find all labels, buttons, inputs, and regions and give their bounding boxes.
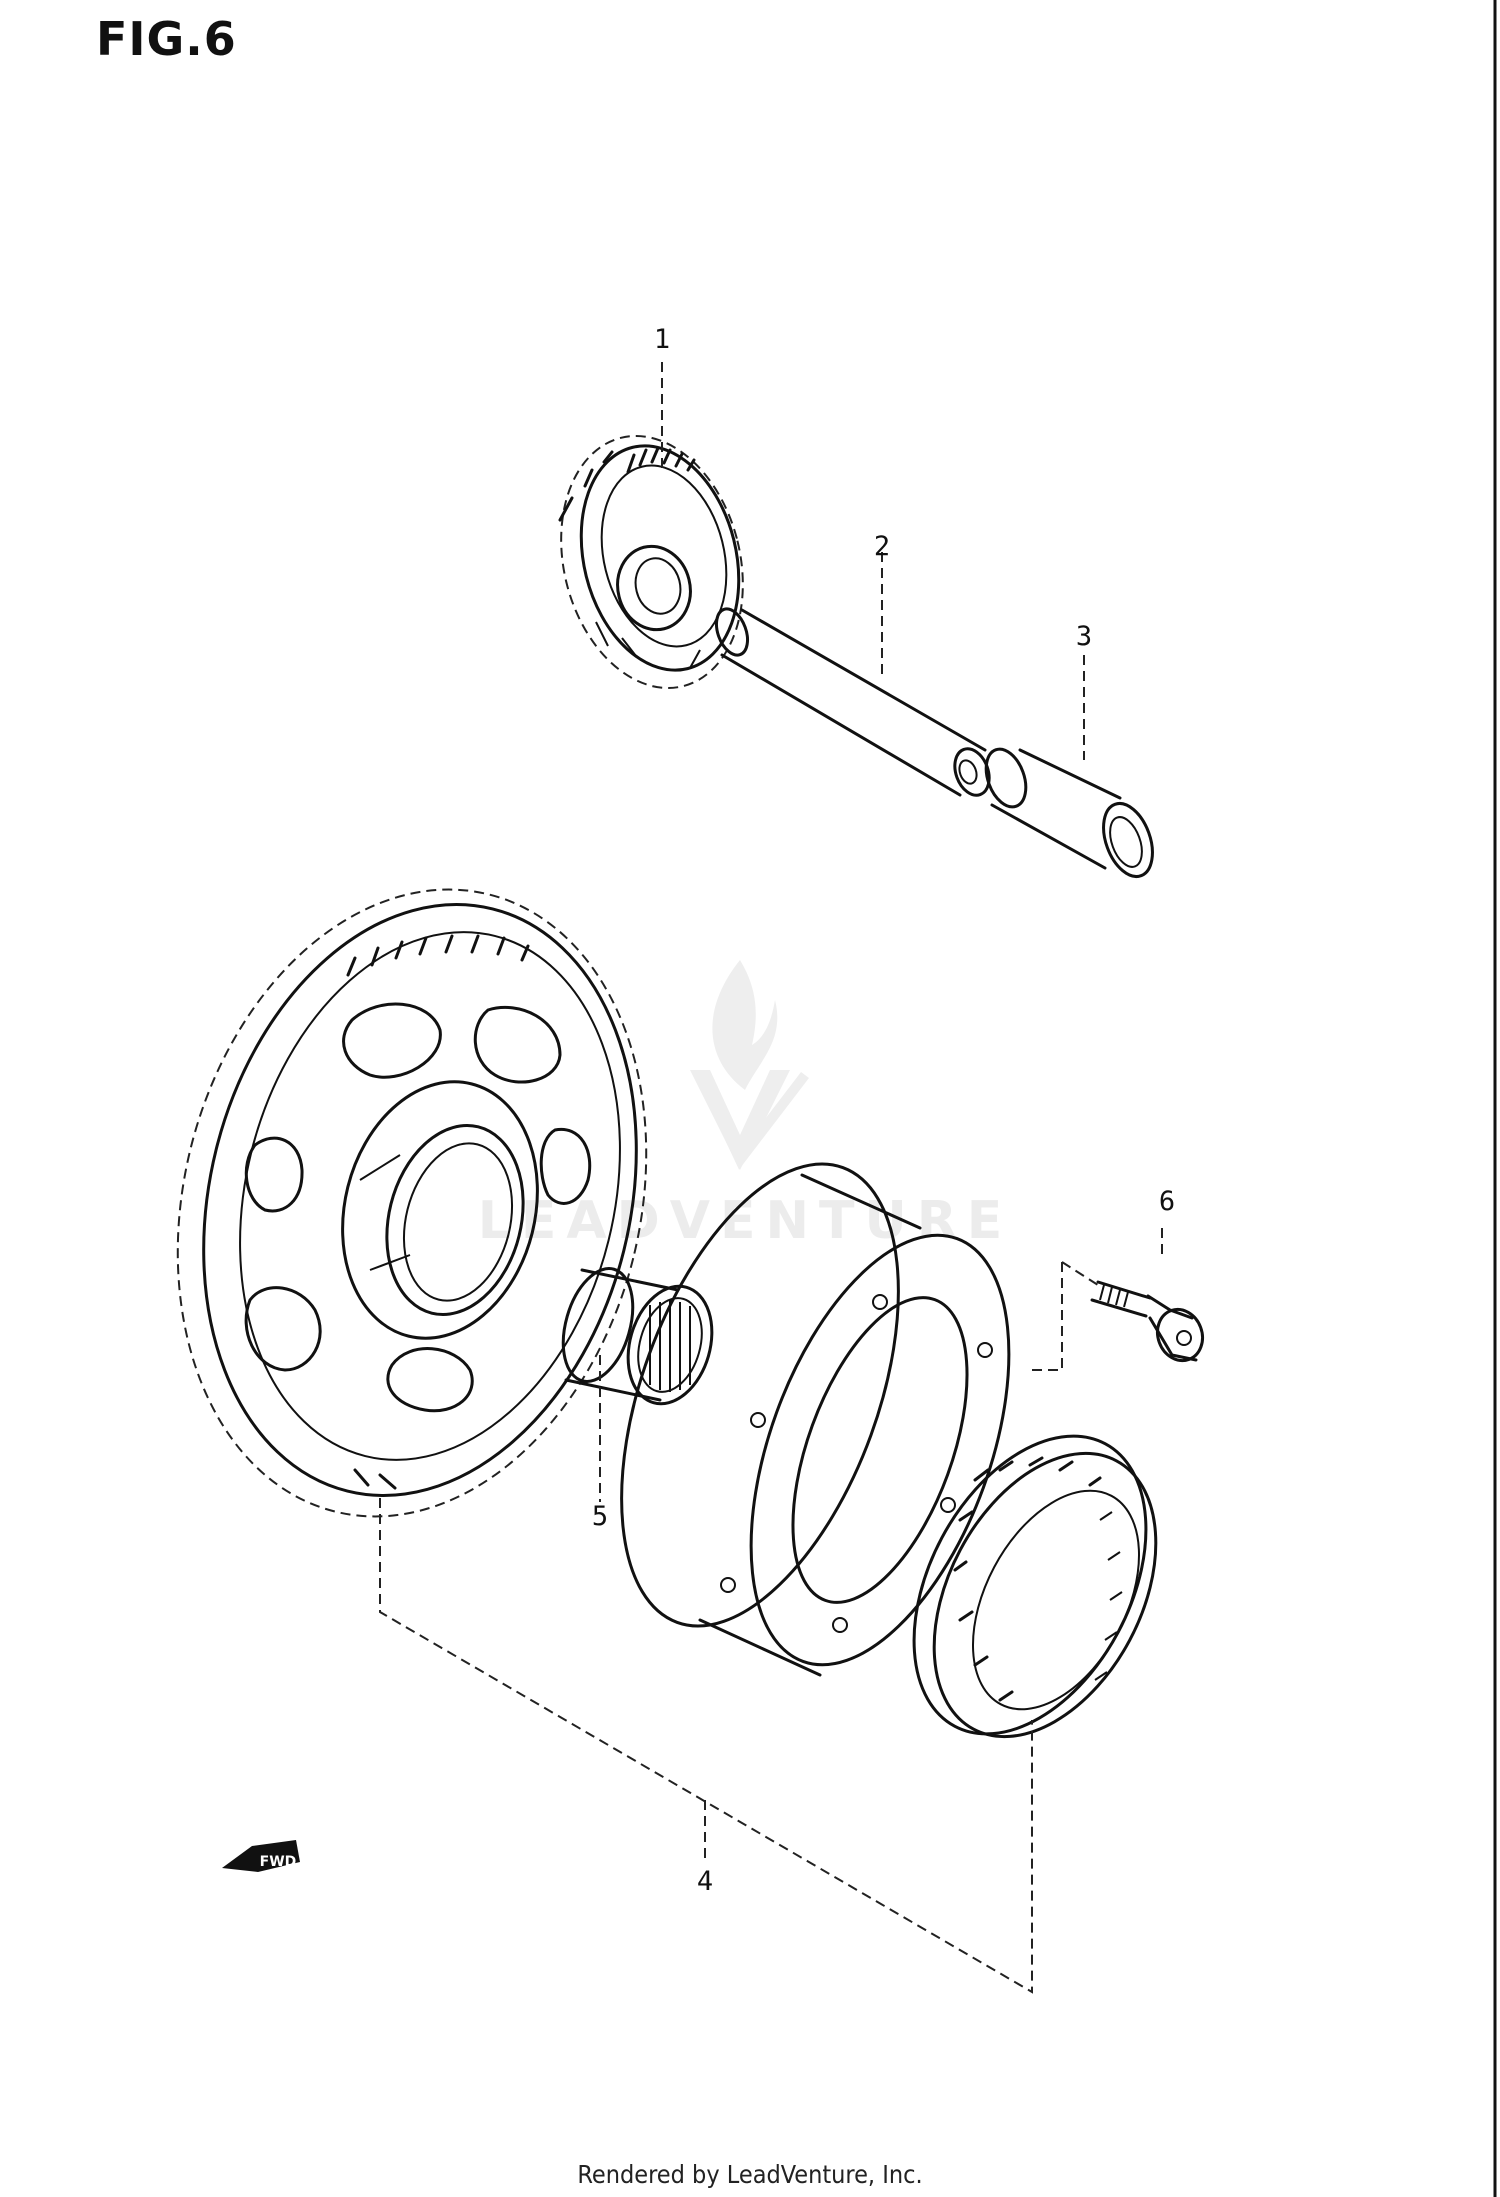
callout-6: 6 [1159, 1186, 1175, 1217]
part-4-one-way-clutch [912, 1434, 1158, 1739]
watermark: LEADVENTURE [478, 960, 1013, 1251]
figure-title: FIG.6 [96, 12, 237, 66]
callout-2: 2 [874, 531, 890, 562]
part-5-needle-bearing [561, 1267, 714, 1406]
footer-credit: Rendered by LeadVenture, Inc. [577, 2160, 923, 2189]
callout-1: 1 [654, 324, 670, 355]
callout-4: 4 [697, 1866, 713, 1897]
fwd-direction-badge: FWD [222, 1840, 300, 1872]
part-1-gear [558, 434, 744, 690]
callout-3: 3 [1076, 621, 1092, 652]
part-4-clutch-housing [620, 1162, 1011, 1677]
part-6-bolt [1090, 1280, 1205, 1363]
callout-5: 5 [592, 1501, 608, 1532]
leader-lines [379, 362, 1163, 1994]
watermark-text: LEADVENTURE [478, 1191, 1013, 1251]
part-4-large-gear [176, 888, 648, 1518]
part-2-shaft [714, 607, 991, 797]
fwd-label: FWD [260, 1854, 297, 1870]
part-3-bushing [984, 747, 1154, 878]
